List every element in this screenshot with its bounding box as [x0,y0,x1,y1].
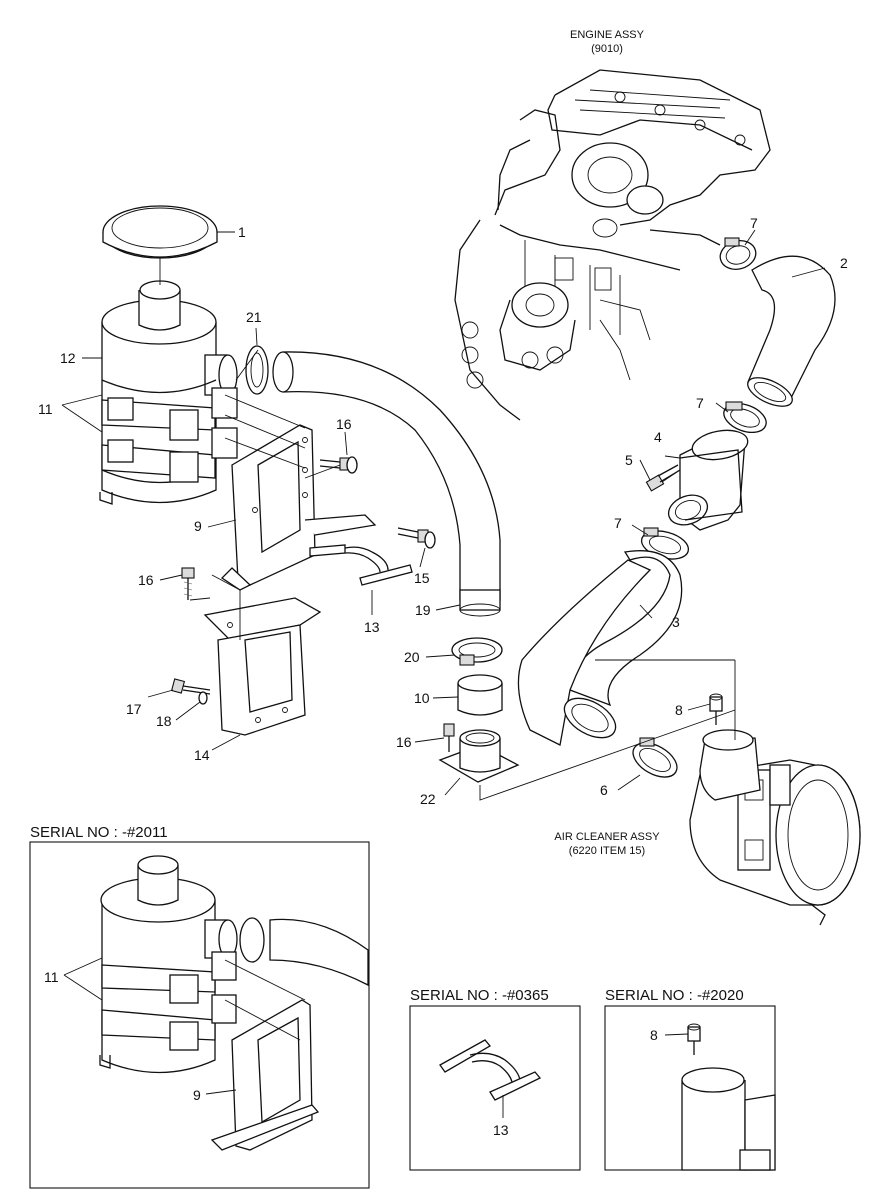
callout-16-upper: 16 [336,416,352,432]
callout-2: 2 [840,255,848,271]
callout-21: 21 [246,309,262,325]
bolt-15 [397,527,436,549]
serial-label-0365: SERIAL NO : -#0365 [410,987,549,1004]
box3-air-cleaner [681,1067,776,1171]
pipe-bracket-13 [309,544,413,586]
bracket-9 [220,424,377,591]
box1-bracket [210,959,320,1151]
callout-leaders [61,229,826,796]
box2-pipe-bracket [439,1039,542,1101]
serial-box-2020: SERIAL NO : -#2020 8 [604,987,776,1171]
bolt-16-left [181,567,195,600]
callout-12: 12 [60,350,76,366]
clamp-6 [632,737,678,778]
serial-label-2020: SERIAL NO : -#2020 [605,987,744,1004]
box1-callout-9: 9 [193,1087,201,1103]
callout-5: 5 [625,452,633,468]
serial-label-2011: SERIAL NO : -#2011 [30,824,168,841]
hose-19 [272,351,501,617]
box1-air-cleaner [99,855,369,1074]
hose-3 [517,550,683,746]
callout-19: 19 [415,602,431,618]
air-cleaner-assy-code: (6220 ITEM 15) [569,845,645,857]
elbow-4 [667,429,749,531]
callout-13: 13 [364,619,380,635]
callout-22: 22 [420,791,436,807]
callout-7-middle: 7 [696,395,704,411]
gasket-21 [245,345,269,395]
box1-callout-11: 11 [44,969,59,985]
engine-assembly [454,69,771,421]
bolt-16-upper [319,456,358,474]
callout-16-left: 16 [138,572,154,588]
callout-17: 17 [126,701,142,717]
callout-18: 18 [156,713,172,729]
sleeve-10 [457,674,503,716]
callout-6: 6 [600,782,608,798]
callout-7-lower: 7 [614,515,622,531]
callout-9: 9 [194,518,202,534]
callout-8: 8 [675,702,683,718]
callout-10: 10 [414,690,430,706]
callout-16-lower: 16 [396,734,412,750]
callout-numbers: 1 2 3 4 5 6 7 7 7 8 9 11 12 13 14 15 16 … [38,215,848,807]
band-11-lower [101,427,238,483]
captions: ENGINE ASSY (9010) AIR CLEANER ASSY (622… [554,29,660,857]
callout-15: 15 [414,570,430,586]
callout-11: 11 [38,401,53,417]
callout-4: 4 [654,429,662,445]
callout-14: 14 [194,747,210,763]
air-cleaner-assy-label: AIR CLEANER ASSY [554,831,660,843]
box3-callout-8: 8 [650,1027,658,1043]
clamp-7-top [719,237,757,270]
bolt-5 [645,464,681,492]
engine-assy-code: (9010) [591,43,623,55]
callout-20: 20 [404,649,420,665]
hose-2 [747,255,836,407]
callout-7-top: 7 [750,215,758,231]
air-cleaner-assembly [689,729,861,926]
box2-callout-13: 13 [493,1122,509,1138]
adapter-22 [438,729,520,783]
serial-box-0365: SERIAL NO : -#0365 13 [409,987,581,1171]
cap-1 [102,205,218,259]
callout-3: 3 [672,614,680,630]
washer-18 [198,691,208,705]
box3-fitting [687,1023,701,1055]
plate-14 [203,597,322,736]
fitting-8 [709,693,723,725]
clamp-20 [451,637,503,666]
clamp-7-middle [723,401,767,433]
bolt-17 [170,678,211,695]
serial-box-2011: SERIAL NO : -#2011 [29,824,370,1189]
assembly-lines [159,258,736,801]
callout-1: 1 [238,224,246,240]
engine-assy-label: ENGINE ASSY [570,29,645,41]
band-11-upper [101,387,238,441]
bolt-16-lower [443,723,455,752]
